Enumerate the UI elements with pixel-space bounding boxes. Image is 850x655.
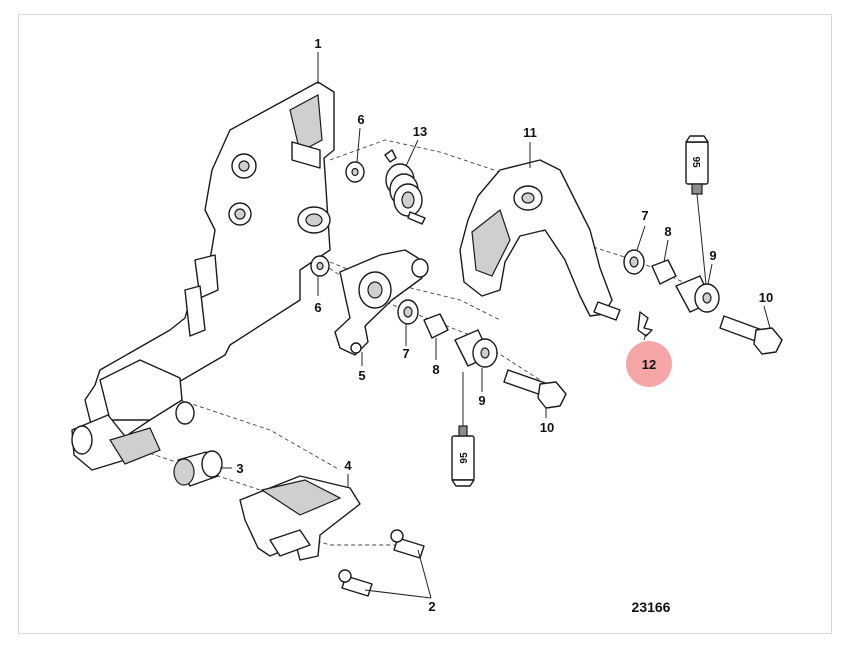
part-5-lever [334,249,429,356]
part-3-bushing [173,450,223,487]
part-9-bushing-left [454,329,498,368]
part-8-clip-right [651,259,677,285]
grease-tube-left [451,425,475,487]
part-8-clip-left [423,313,449,339]
leader-lines [220,52,771,599]
callout-2: 2 [428,599,435,614]
part-6-washers [310,161,365,277]
part-10-bolt-right [719,315,783,355]
callout-9-right: 9 [709,248,716,263]
callout-7-right: 7 [641,208,648,223]
callout-1: 1 [314,36,321,51]
part-10-bolt-left [503,369,567,409]
callout-9-left: 9 [478,393,485,408]
tube-label-right: 95 [690,156,701,168]
callout-8-left: 8 [432,362,439,377]
callout-7-left: 7 [402,346,409,361]
part-12-cotter-pin [637,311,653,337]
callout-11: 11 [523,125,537,140]
callout-8-right: 8 [664,224,671,239]
callout-13: 13 [413,124,427,139]
callout-12-highlight [626,341,672,387]
callout-5: 5 [358,368,365,383]
part-13-spring [384,149,426,225]
callout-10-right: 10 [759,290,773,305]
callout-4: 4 [344,458,352,473]
figure-id: 23166 [632,599,671,615]
part-11-arm [459,159,621,321]
part-2-screws [338,529,425,597]
callout-10-left: 10 [540,420,554,435]
callout-6-lower: 6 [314,300,321,315]
callout-labels: 1 2 3 4 5 6 6 7 7 8 8 9 9 10 10 11 12 13 [236,36,773,614]
part-4-plate [239,475,361,561]
tube-label-left: 95 [459,452,470,464]
part-7-washer-right [623,249,645,275]
callout-12: 12 [642,357,656,372]
part-1-main-bracket [71,81,335,471]
part-9-bushing-right [675,275,720,313]
part-7-washer-left [397,299,419,325]
callout-6-upper: 6 [357,112,364,127]
callout-3: 3 [236,461,243,476]
grease-tube-right [685,135,709,195]
